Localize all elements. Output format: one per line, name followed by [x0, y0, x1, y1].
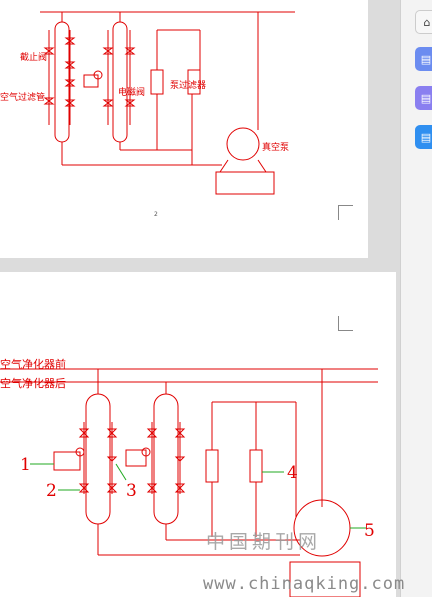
callout-5: 5 [364, 521, 375, 541]
callout-leader-3 [115, 463, 127, 481]
doc-icon[interactable]: ▤ [415, 47, 432, 71]
doc-icon[interactable]: ▤ [415, 86, 432, 110]
label-vacuum-pump: 真空泵 [262, 141, 289, 153]
page-number: 2 [154, 211, 158, 218]
right-toolbar: ⌂ ▤ ▤ ▤ [400, 0, 432, 597]
watermark-cn: 中国期刊网 [206, 531, 322, 553]
corner-crop-mark [338, 205, 353, 220]
schematic-page-1: 截止阀 空气过滤管 电磁阀 泵过滤器 真空泵 [0, 11, 295, 195]
header-after-purifier: 空气净化器后 [0, 376, 66, 390]
label-pump-filter: 泵过滤器 [170, 79, 206, 91]
label-solenoid-valve: 电磁阀 [118, 86, 145, 98]
callout-3: 3 [126, 481, 137, 501]
document-page-1: 截止阀 空气过滤管 电磁阀 泵过滤器 真空泵 2 [0, 0, 368, 258]
schematic-page-2: 空气净化器前 空气净化器后 1 2 3 4 5 [0, 357, 378, 597]
watermark-url: www.chinaqking.com [203, 574, 406, 594]
document-page-2: 空气净化器前 空气净化器后 1 2 3 4 5 [0, 272, 396, 597]
callout-2: 2 [46, 481, 57, 501]
doc-icon[interactable]: ▤ [415, 125, 432, 149]
label-shutoff-valve: 截止阀 [20, 51, 47, 63]
collapse-icon[interactable]: ⌂ [415, 10, 432, 34]
label-air-filter: 空气过滤管 [0, 91, 45, 103]
callout-1: 1 [20, 455, 31, 475]
header-before-purifier: 空气净化器前 [0, 357, 66, 371]
callout-4: 4 [287, 463, 298, 483]
corner-crop-mark [338, 316, 353, 331]
